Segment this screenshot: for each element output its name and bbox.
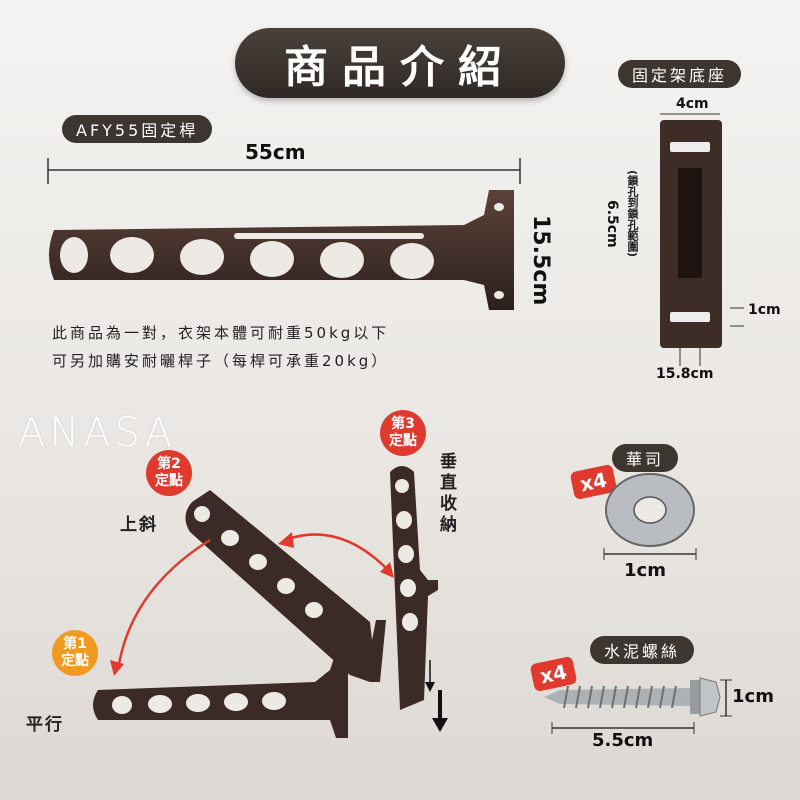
length-value: 55cm (245, 140, 306, 164)
screw-image (544, 677, 721, 717)
screw-diameter: 1cm (732, 686, 774, 707)
length-dimension-line (47, 158, 521, 184)
washer-image (605, 473, 695, 547)
washer-size: 1cm (624, 560, 666, 581)
base-hole-distance-note: (鎖孔到鎖孔範圍) (626, 170, 639, 258)
base-image (660, 113, 744, 366)
model-label: AFY55固定桿 (62, 115, 213, 143)
base-bottom-width: 15.8cm (656, 366, 714, 382)
screw-length: 5.5cm (592, 730, 654, 751)
brand-logo: ANASA (18, 410, 177, 456)
note-line-2: 可另加購安耐曬桿子（每桿可承重20kg） (52, 352, 390, 370)
note-line-1: 此商品為一對，衣架本體可耐重50kg以下 (52, 324, 390, 342)
position-2-label: 上斜 (120, 515, 158, 535)
base-label: 固定架底座 (618, 60, 742, 88)
screw-label: 水泥螺絲 (590, 636, 695, 664)
screw-dimension-line (551, 722, 695, 734)
position-3-badge-line2: 定點 (389, 433, 417, 449)
folding-diagram (93, 466, 448, 738)
position-3-badge: 第3 定點 (380, 410, 426, 456)
position-3-badge-line1: 第3 (391, 416, 415, 432)
main-bar-image (49, 190, 514, 310)
position-1-label: 平行 (26, 715, 64, 735)
base-width: 4cm (676, 96, 709, 112)
base-hole-size: 1cm (748, 302, 781, 318)
position-1-badge: 第1 定點 (52, 630, 98, 676)
screw-diameter-line (720, 679, 732, 717)
position-2-badge-line1: 第2 (157, 456, 181, 472)
base-hole-distance: 6.5cm (604, 200, 620, 248)
position-2-badge-line2: 定點 (155, 473, 183, 489)
position-1-badge-line2: 定點 (61, 653, 89, 669)
position-1-badge-line1: 第1 (63, 636, 87, 652)
position-2-badge: 第2 定點 (146, 450, 192, 496)
page-title: 商品介紹 (235, 28, 565, 98)
height-value: 15.5cm (528, 215, 553, 306)
washer-dimension-line (603, 548, 697, 560)
washer-label: 華司 (612, 444, 679, 472)
position-3-label: 垂直收納 (436, 452, 456, 536)
